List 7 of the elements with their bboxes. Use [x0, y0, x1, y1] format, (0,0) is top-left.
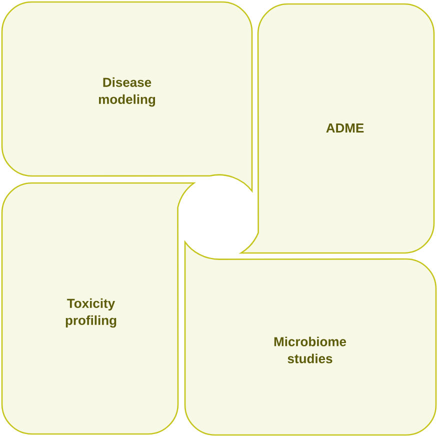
node-label: ADME — [326, 124, 364, 132]
node-label: Microbiome studies — [274, 336, 346, 364]
node-label: Toxicity profiling — [66, 298, 116, 328]
card: Toxicity profiling — [1, 182, 195, 435]
card: Disease modeling — [1, 1, 253, 192]
card: Microbiome studies — [184, 241, 437, 436]
card: ADME — [240, 3, 435, 254]
